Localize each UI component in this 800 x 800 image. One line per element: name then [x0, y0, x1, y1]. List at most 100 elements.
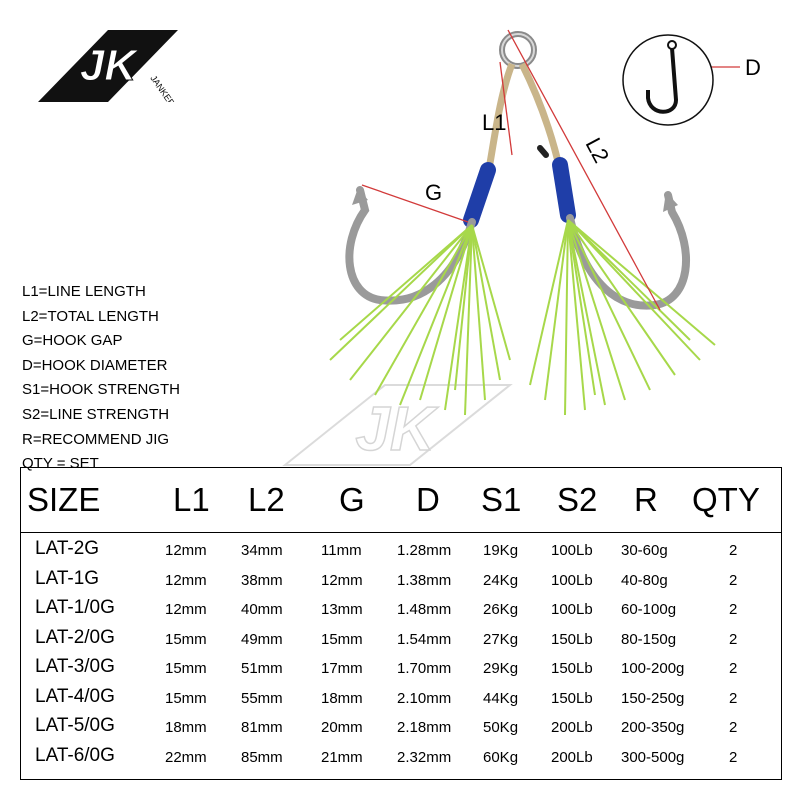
table-cell: 27Kg: [483, 630, 519, 648]
table-cell: 150Lb: [551, 660, 593, 677]
table-cell: 80-150g: [621, 630, 677, 648]
table-cell: 1.48mm: [397, 601, 452, 618]
table-cell: 19Kg: [483, 542, 519, 559]
table-cell: 1.38mm: [397, 571, 452, 589]
table-cell: 150Lb: [551, 689, 593, 707]
d-label: D: [745, 55, 761, 80]
legend-item: S1=HOOK STRENGTH: [22, 381, 180, 399]
column-header-l1: L1: [173, 481, 210, 518]
size-cell: LAT-1G: [35, 567, 100, 589]
table-cell: 12mm: [165, 601, 207, 618]
legend-item: L2=TOTAL LENGTH: [22, 307, 159, 325]
abbreviation-legend: L1=LINE LENGTH L2=TOTAL LENGTH G=HOOK GA…: [22, 280, 180, 477]
table-cell: 21mm: [321, 748, 363, 766]
column-header-d: D: [416, 481, 440, 518]
table-cell: 100Lb: [551, 571, 593, 589]
column-header-size: SIZE: [27, 481, 101, 518]
table-cell: 51mm: [241, 660, 283, 677]
l1-dimension-line: [499, 61, 513, 156]
table-cell: 150Lb: [551, 630, 593, 648]
size-cell: LAT-1/0G: [35, 597, 115, 618]
column-header-r: R: [634, 481, 658, 518]
table-cell: 22mm: [165, 748, 207, 766]
table-cell: 100-200g: [621, 660, 685, 677]
size-cell: LAT-2G: [35, 538, 100, 559]
table-cell: 60-100g: [621, 601, 677, 618]
table-cell: 2: [729, 630, 738, 648]
table-cell: 200Lb: [551, 719, 593, 736]
table-cell: 30-60g: [621, 542, 668, 559]
table-cell: 18mm: [165, 719, 207, 736]
assist-line-left: [484, 62, 516, 176]
table-cell: 200-350g: [621, 719, 685, 736]
table-cell: 34mm: [241, 542, 283, 559]
shrink-tube-right: [552, 157, 576, 223]
table-cell: 1.70mm: [397, 660, 452, 677]
table-cell: 2: [729, 571, 738, 589]
table-cell: 20mm: [321, 719, 363, 736]
table-cell: 81mm: [241, 719, 283, 736]
table-cell: 2.18mm: [397, 719, 452, 736]
column-header-g: G: [339, 481, 365, 518]
table-cell: 100Lb: [551, 542, 593, 559]
table-cell: 38mm: [241, 571, 283, 589]
table-cell: 50Kg: [483, 719, 519, 736]
l2-label: L2: [581, 134, 615, 167]
table-cell: 15mm: [165, 689, 207, 707]
table-cell: 1.28mm: [397, 542, 452, 559]
table-cell: 55mm: [241, 689, 283, 707]
jk-janker-logo: JK JANKER: [38, 30, 178, 102]
table-cell: 2: [729, 542, 738, 559]
table-cell: 2: [729, 719, 738, 736]
table-cell: 12mm: [321, 571, 363, 589]
legend-item: S2=LINE STRENGTH: [22, 405, 170, 423]
logo-letters: JK: [80, 41, 139, 90]
size-cell: LAT-5/0G: [35, 715, 115, 736]
l2-dimension-line: [507, 29, 661, 311]
table-cell: 44Kg: [483, 689, 519, 707]
column-header-qty: QTY: [692, 481, 760, 518]
inset-hook-icon: [646, 47, 679, 114]
skirt-left: [329, 224, 511, 416]
table-cell: 150-250g: [621, 689, 685, 707]
shrink-tube-left: [463, 162, 496, 228]
hook-diameter-inset: [622, 34, 714, 126]
size-cell: LAT-6/0G: [35, 744, 115, 766]
table-cell: 2: [729, 689, 738, 707]
column-header-l2: L2: [248, 481, 285, 518]
table-cell: 12mm: [165, 571, 207, 589]
hook-illustration: JK L1 L2 G D: [282, 29, 761, 466]
size-cell: LAT-2/0G: [35, 626, 115, 648]
table-cell: 24Kg: [483, 571, 519, 589]
table-cell: 15mm: [321, 630, 363, 648]
table-cell: 12mm: [165, 542, 207, 559]
table-cell: 18mm: [321, 689, 363, 707]
hook-left: [345, 186, 476, 305]
legend-item: R=RECOMMEND JIG: [22, 430, 170, 448]
table-cell: 2: [729, 601, 738, 618]
legend-item: G=HOOK GAP: [22, 332, 123, 350]
table-cell: 15mm: [165, 660, 207, 677]
table-cell: 1.54mm: [397, 630, 452, 648]
g-dimension-line: [361, 184, 469, 223]
legend-item: L1=LINE LENGTH: [22, 283, 146, 300]
table-cell: 11mm: [321, 542, 362, 559]
table-cell: 13mm: [321, 601, 363, 618]
table-cell: 40mm: [241, 601, 283, 618]
table-cell: 60Kg: [483, 748, 519, 766]
header-divider: [21, 532, 781, 533]
table-cell: 200Lb: [551, 748, 593, 766]
size-cell: LAT-4/0G: [35, 685, 115, 707]
legend-item: D=HOOK DIAMETER: [22, 356, 168, 374]
assist-line-right: [518, 62, 564, 171]
table-cell: 85mm: [241, 748, 283, 766]
table-cell: 26Kg: [483, 601, 519, 618]
table-cell: 2: [729, 660, 738, 677]
table-cell: 15mm: [165, 630, 207, 648]
column-header-s2: S2: [557, 481, 598, 518]
table-cell: 2.32mm: [397, 748, 452, 766]
table-cell: 17mm: [321, 660, 363, 677]
table-cell: 49mm: [241, 630, 283, 648]
g-label: G: [425, 180, 442, 205]
